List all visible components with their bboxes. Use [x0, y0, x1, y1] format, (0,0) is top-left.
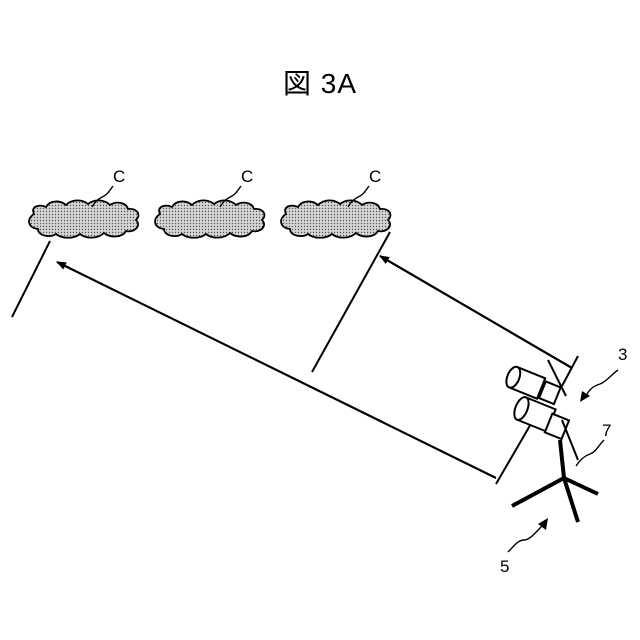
tripod-leader-arrow	[508, 518, 548, 552]
cloud-2-label: C	[241, 167, 253, 186]
device-base-line-upper	[562, 356, 578, 386]
cloud-3-label: C	[369, 167, 381, 186]
device-base-line-lower	[496, 422, 532, 484]
device-label: 3	[618, 345, 627, 364]
component-label: 7	[602, 421, 611, 440]
cloud-1-label: C	[113, 167, 125, 186]
cloud-3	[281, 200, 390, 237]
far-range-line	[12, 241, 50, 317]
tripod-label: 5	[500, 557, 509, 576]
component-leader	[576, 440, 604, 466]
cloud-2	[155, 200, 264, 237]
near-beam-arrow	[380, 256, 572, 368]
device-leader-arrow	[580, 370, 618, 402]
tripod	[512, 440, 598, 522]
far-beam-arrow	[57, 262, 496, 478]
near-range-line	[312, 232, 390, 372]
cloud-1	[29, 200, 138, 237]
